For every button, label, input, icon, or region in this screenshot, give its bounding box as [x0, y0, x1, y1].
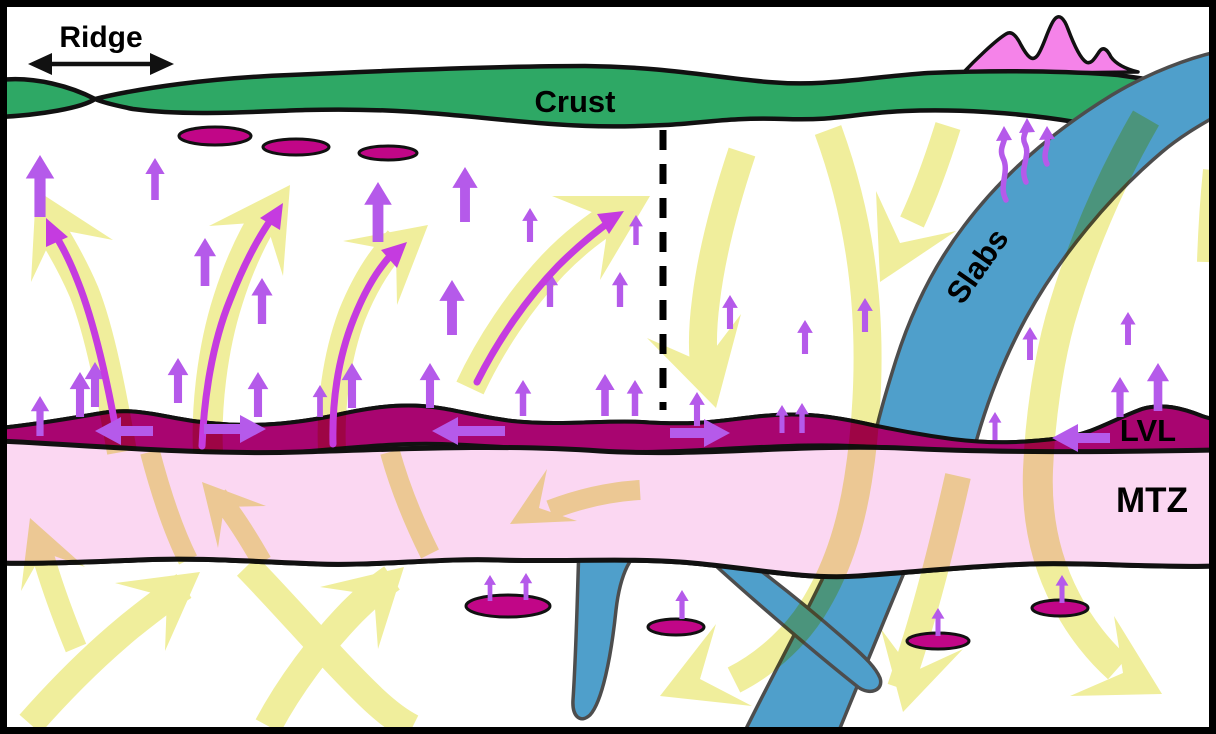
ridge-label: Ridge [59, 21, 142, 54]
melt-sill [177, 125, 253, 147]
lvl-horizontal-melt-arrow [95, 417, 153, 445]
lvl-horizontal-melt-arrow [1052, 424, 1110, 452]
melt-sill [646, 617, 706, 637]
crust-layer [0, 63, 1155, 129]
lvl-horizontal-melt-arrow [432, 417, 505, 445]
crust-label: Crust [535, 84, 616, 119]
volcano [960, 15, 1140, 76]
ridge-spreading-arrow [28, 53, 174, 75]
mtz-label: MTZ [1116, 481, 1188, 520]
melt-sills [177, 125, 1090, 651]
plume-melt-arrows [46, 203, 624, 450]
melt-sill [261, 137, 331, 157]
arc-melt-arrows [996, 118, 1055, 203]
lvl-melt-arrows [95, 415, 1110, 452]
melt-sill [464, 593, 552, 619]
lvl-horizontal-melt-arrow [670, 419, 730, 447]
lvl-horizontal-melt-arrow [204, 415, 266, 443]
melt-sill [357, 144, 419, 162]
lvl-label: LVL [1120, 413, 1176, 448]
